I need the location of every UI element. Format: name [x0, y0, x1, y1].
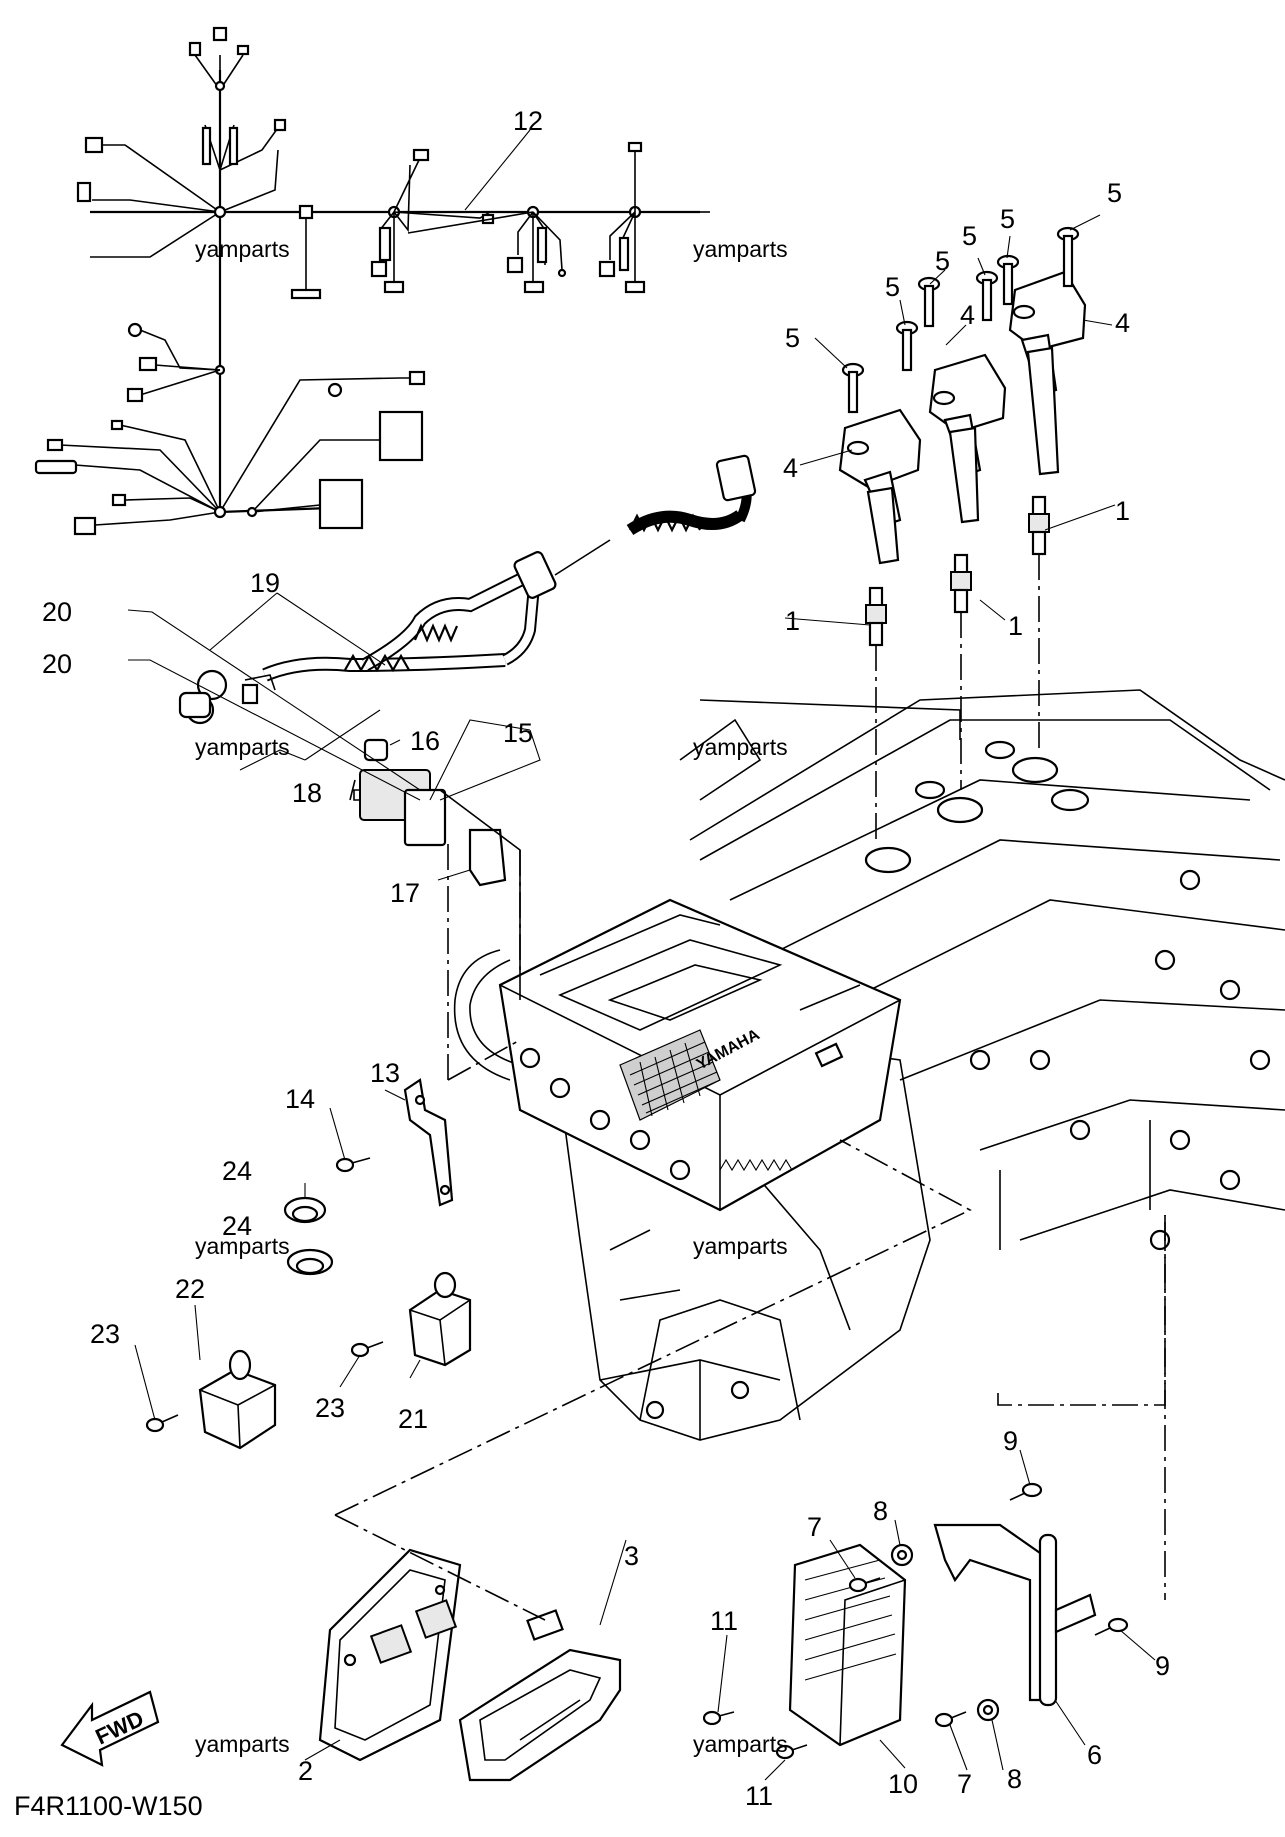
watermarks: yamparts yamparts yamparts yamparts yamp…: [195, 236, 788, 1757]
battery-cable-assembly[interactable]: [178, 454, 757, 725]
callout-20: 20: [42, 597, 72, 627]
callout-19: 19: [250, 568, 280, 598]
callout-21: 21: [398, 1404, 428, 1434]
ignition-coil-2[interactable]: [928, 353, 1007, 524]
watermark: yamparts: [195, 1731, 290, 1757]
callout-6: 6: [1087, 1740, 1102, 1770]
callout-3: 3: [624, 1541, 639, 1571]
callout-18: 18: [292, 778, 322, 808]
mounting-bracket-6[interactable]: [933, 1523, 1097, 1707]
leader-lines: [127, 129, 1156, 1781]
callout-9: 9: [1155, 1651, 1170, 1681]
watermark: yamparts: [693, 1731, 788, 1757]
callout-1: 1: [1008, 611, 1023, 641]
spark-plug-3[interactable]: [1028, 495, 1050, 556]
screw-14[interactable]: [335, 1157, 371, 1173]
callout-7: 7: [957, 1769, 972, 1799]
callout-4: 4: [783, 453, 798, 483]
callout-22: 22: [175, 1274, 205, 1304]
diagram-code: F4R1100-W150: [14, 1791, 203, 1821]
callout-5: 5: [785, 323, 800, 353]
callout-20: 20: [42, 649, 72, 679]
watermark: yamparts: [195, 236, 290, 262]
coil-bolt: [895, 320, 919, 372]
coil-bolt: [1056, 226, 1080, 288]
callout-1: 1: [1115, 496, 1130, 526]
rectifier-regulator-10[interactable]: [788, 1543, 907, 1747]
coil-bolts[interactable]: [841, 226, 1080, 414]
callout-10: 10: [888, 1769, 918, 1799]
wiring-harness[interactable]: [34, 26, 710, 536]
callout-1: 1: [785, 606, 800, 636]
engine-block: [453, 689, 1285, 1441]
callout-4: 4: [960, 300, 975, 330]
coil-bolt: [975, 270, 999, 322]
screw-23b[interactable]: [350, 1341, 384, 1358]
cover-vent-mesh: [619, 1029, 721, 1121]
callout-11: 11: [710, 1606, 738, 1636]
callout-5: 5: [1000, 204, 1015, 234]
callout-13: 13: [370, 1058, 400, 1088]
callout-7: 7: [807, 1512, 822, 1542]
grommet-8a[interactable]: [890, 1543, 914, 1567]
callout-8: 8: [1007, 1764, 1022, 1794]
callout-4: 4: [1115, 308, 1130, 338]
watermark: yamparts: [693, 1233, 788, 1259]
bolt-9a[interactable]: [1009, 1482, 1043, 1501]
callout-5: 5: [885, 272, 900, 302]
coil-bolt: [841, 362, 865, 414]
callout-23: 23: [315, 1393, 345, 1423]
screw-23a[interactable]: [145, 1414, 179, 1433]
spark-plug-1[interactable]: [865, 586, 887, 647]
callout-24: 24: [222, 1211, 252, 1241]
callout-5: 5: [1107, 178, 1122, 208]
spark-plug-2[interactable]: [950, 553, 972, 614]
callout-14: 14: [285, 1084, 315, 1114]
coil-bolt: [996, 254, 1020, 306]
relay-22[interactable]: [198, 1349, 277, 1450]
ecu-cover-3[interactable]: [458, 1609, 622, 1782]
ignition-coil-1[interactable]: [838, 408, 922, 565]
fwd-arrow: FWD: [60, 1690, 160, 1767]
engine-top-cover: YAMAHA: [498, 898, 902, 1212]
callout-9: 9: [1003, 1426, 1018, 1456]
watermark: yamparts: [195, 734, 290, 760]
callout-8: 8: [873, 1496, 888, 1526]
relay-21[interactable]: [408, 1271, 472, 1367]
callout-23: 23: [90, 1319, 120, 1349]
bolt-7a[interactable]: [848, 1577, 881, 1593]
bolt-11b[interactable]: [775, 1744, 808, 1760]
callout-2: 2: [298, 1756, 313, 1786]
bolt-9b[interactable]: [1094, 1617, 1129, 1636]
bolt-7b[interactable]: [934, 1711, 967, 1728]
ignition-coil-3[interactable]: [1008, 270, 1087, 476]
watermark: yamparts: [693, 734, 788, 760]
callout-16: 16: [410, 726, 440, 756]
callout-24: 24: [222, 1156, 252, 1186]
callout-5: 5: [962, 221, 977, 251]
bolt-11a[interactable]: [702, 1710, 735, 1726]
assembly-lines: [334, 840, 1166, 1621]
grommet-8b[interactable]: [976, 1698, 1000, 1722]
coil-bolt: [917, 276, 941, 328]
relay-assembly[interactable]: [349, 738, 521, 1000]
clamp-24a[interactable]: [283, 1196, 327, 1224]
watermark: yamparts: [195, 1233, 290, 1259]
callout-11: 11: [745, 1781, 773, 1811]
callout-17: 17: [390, 878, 420, 908]
callout-labels: 1 1 1 2 3 4 4 4 5 5 5 5 5 5 6 7 7 8 8 9 …: [42, 106, 1170, 1811]
callout-12: 12: [513, 106, 543, 136]
ecu-unit-2[interactable]: [318, 1548, 462, 1762]
watermark: yamparts: [693, 236, 788, 262]
clamp-24b[interactable]: [286, 1248, 334, 1276]
callout-5: 5: [935, 246, 950, 276]
callout-15: 15: [503, 718, 533, 748]
bracket-13[interactable]: [403, 1078, 454, 1207]
